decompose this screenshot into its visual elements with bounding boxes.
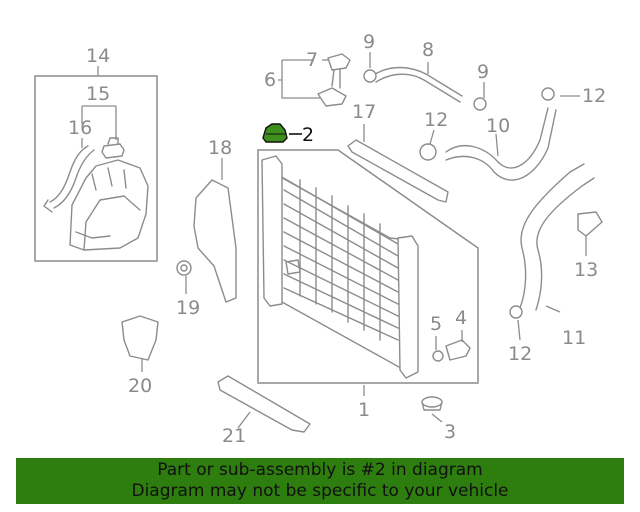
callout-15: 15 bbox=[86, 83, 110, 105]
callout-5: 5 bbox=[430, 313, 442, 335]
clamp-part-a[interactable] bbox=[363, 69, 377, 83]
callout-16: 16 bbox=[68, 117, 92, 139]
clamp-part-d[interactable] bbox=[541, 87, 555, 101]
banner-line-2: Diagram may not be specific to your vehi… bbox=[131, 481, 509, 501]
radiator-support-bar-part[interactable] bbox=[347, 139, 449, 203]
callout-11: 11 bbox=[562, 327, 586, 349]
reservoir-tank-part[interactable] bbox=[69, 159, 149, 251]
radiator-assembly-part[interactable] bbox=[261, 155, 419, 379]
callout-18: 18 bbox=[208, 137, 232, 159]
clip-part[interactable] bbox=[176, 260, 192, 276]
callout-7: 7 bbox=[306, 49, 318, 71]
callout-2: 2 bbox=[302, 124, 314, 146]
callout-12a: 12 bbox=[582, 85, 606, 107]
callout-14: 14 bbox=[86, 45, 110, 67]
mount-cushion-part[interactable] bbox=[421, 396, 443, 411]
radiator-outline-box bbox=[257, 149, 479, 384]
callout-3: 3 bbox=[444, 421, 456, 443]
clamp-part-b[interactable] bbox=[473, 97, 487, 111]
callout-19: 19 bbox=[176, 297, 200, 319]
hose-bracket-part[interactable] bbox=[577, 211, 603, 237]
callout-9a: 9 bbox=[363, 31, 375, 53]
reservoir-inset-box bbox=[34, 75, 158, 262]
callout-17: 17 bbox=[352, 101, 376, 123]
callout-6: 6 bbox=[264, 69, 276, 91]
radiator-hose-part[interactable] bbox=[445, 107, 557, 181]
o-ring-part[interactable] bbox=[432, 350, 444, 362]
info-banner: Part or sub-assembly is #2 in diagram Di… bbox=[16, 458, 624, 504]
drain-cock-part[interactable] bbox=[445, 339, 471, 361]
air-deflector-part[interactable] bbox=[193, 179, 237, 303]
reservoir-hose-part[interactable] bbox=[49, 145, 95, 209]
callout-4: 4 bbox=[455, 307, 467, 329]
callout-1: 1 bbox=[358, 399, 370, 421]
lower-seal-bar-part[interactable] bbox=[217, 375, 311, 433]
reservoir-cap-part[interactable] bbox=[101, 137, 125, 159]
callout-8: 8 bbox=[422, 39, 434, 61]
filler-neck-part[interactable] bbox=[317, 53, 351, 107]
callout-13: 13 bbox=[574, 259, 598, 281]
callout-20: 20 bbox=[128, 375, 152, 397]
radiator-cap-part-highlighted[interactable] bbox=[262, 123, 288, 143]
callout-10: 10 bbox=[486, 115, 510, 137]
callout-21: 21 bbox=[222, 425, 246, 447]
callout-9b: 9 bbox=[477, 61, 489, 83]
bracket-part[interactable] bbox=[121, 315, 159, 361]
callout-12b: 12 bbox=[424, 109, 448, 131]
banner-line-1: Part or sub-assembly is #2 in diagram bbox=[157, 460, 483, 480]
lower-hose-part[interactable] bbox=[519, 163, 595, 311]
upper-hose-part[interactable] bbox=[371, 66, 463, 103]
callout-12c: 12 bbox=[508, 343, 532, 365]
clamp-part-c[interactable] bbox=[419, 143, 437, 161]
clamp-part-e[interactable] bbox=[509, 305, 523, 319]
